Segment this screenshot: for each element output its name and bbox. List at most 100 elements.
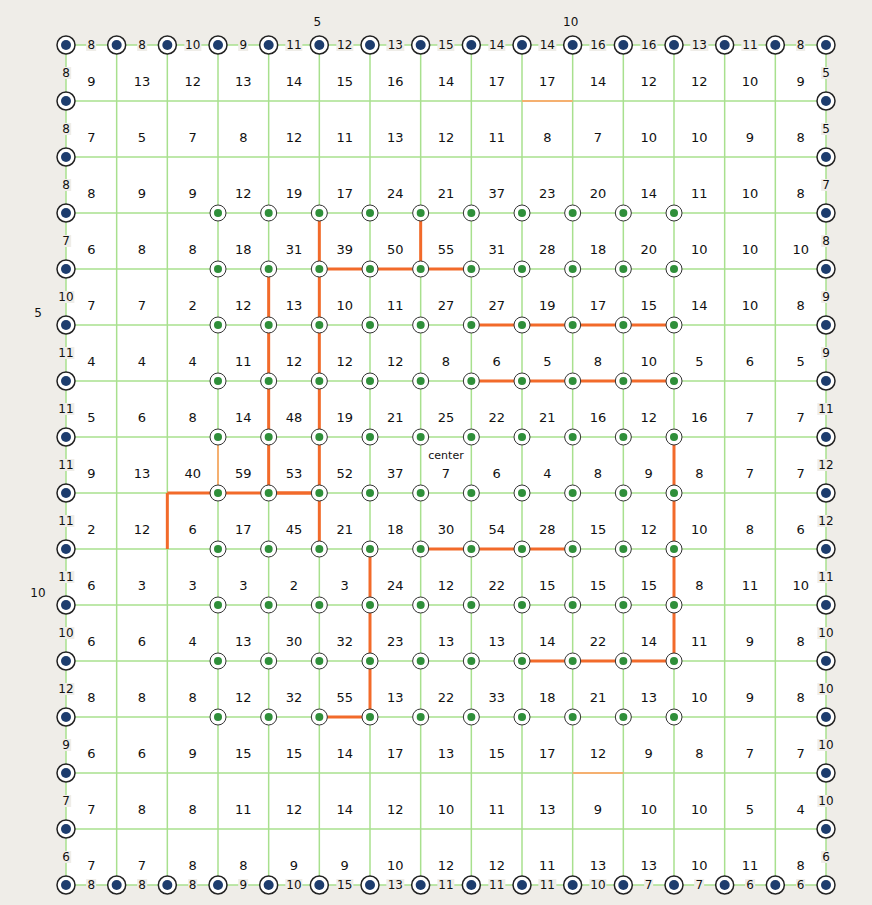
node-ring — [413, 541, 429, 557]
path-line — [421, 548, 573, 551]
border-dot — [821, 40, 831, 50]
node-dot — [619, 657, 627, 665]
path-line — [167, 492, 319, 495]
border-ring — [817, 596, 835, 614]
node-ring — [210, 317, 226, 333]
node-dot — [467, 545, 475, 553]
cell-value: 14 — [235, 410, 252, 423]
node-dot — [214, 209, 222, 217]
right-edge-number: 6 — [821, 851, 831, 863]
cell-value: 12 — [438, 858, 455, 871]
node-ring — [615, 541, 631, 557]
bottom-edge-number: 7 — [644, 879, 654, 891]
node-ring — [311, 541, 327, 557]
top-edge-number: 13 — [387, 39, 404, 51]
cell-value: 12 — [438, 578, 455, 591]
cell-value: 7 — [746, 410, 754, 423]
left-edge-number: 8 — [61, 123, 71, 135]
node-ring — [463, 317, 479, 333]
bottom-edge-number: 7 — [695, 879, 705, 891]
node-ring — [615, 485, 631, 501]
cell-value: 22 — [488, 410, 505, 423]
node-dot — [417, 377, 425, 385]
node-ring — [362, 317, 378, 333]
cell-value: 10 — [640, 802, 657, 815]
cell-value: 11 — [488, 130, 505, 143]
border-dot — [821, 544, 831, 554]
grid-line — [673, 45, 675, 885]
border-dot — [821, 880, 831, 890]
left-edge-number: 11 — [57, 571, 74, 583]
node-ring — [565, 317, 581, 333]
node-ring — [666, 485, 682, 501]
cell-value: 18 — [387, 522, 404, 535]
node-dot — [518, 321, 526, 329]
cell-value: 28 — [539, 242, 556, 255]
cell-value: 9 — [138, 186, 146, 199]
grid-line — [66, 100, 826, 102]
node-dot — [619, 489, 627, 497]
top-edge-number: 14 — [539, 39, 556, 51]
border-ring — [310, 36, 328, 54]
node-dot — [467, 265, 475, 273]
grid-line — [66, 772, 826, 774]
node-dot — [417, 489, 425, 497]
border-dot — [517, 40, 527, 50]
cell-value: 21 — [336, 522, 353, 535]
cell-value: 14 — [691, 298, 708, 311]
left-edge-number: 7 — [61, 235, 71, 247]
node-dot — [315, 433, 323, 441]
cell-value: 5 — [797, 354, 805, 367]
node-dot — [467, 601, 475, 609]
grid-line — [369, 45, 371, 885]
cell-value: 12 — [235, 690, 252, 703]
cell-value: 17 — [539, 74, 556, 87]
right-edge-number: 9 — [821, 291, 831, 303]
node-ring — [666, 261, 682, 277]
grid-line — [217, 45, 219, 885]
cell-value: 54 — [488, 522, 505, 535]
cell-value: 7 — [87, 802, 95, 815]
node-ring — [210, 373, 226, 389]
node-ring — [666, 205, 682, 221]
bottom-edge-number: 15 — [336, 879, 353, 891]
border-ring — [462, 876, 480, 894]
cell-value: 8 — [138, 242, 146, 255]
cell-value: 11 — [691, 186, 708, 199]
border-ring — [260, 876, 278, 894]
cell-value: 21 — [590, 690, 607, 703]
cell-value: 14 — [286, 74, 303, 87]
border-dot — [821, 432, 831, 442]
cell-value: 14 — [336, 746, 353, 759]
node-ring — [362, 541, 378, 557]
cell-value: 13 — [387, 690, 404, 703]
node-ring — [666, 597, 682, 613]
node-ring — [413, 373, 429, 389]
node-dot — [366, 601, 374, 609]
cell-value: 17 — [539, 746, 556, 759]
border-dot — [213, 40, 223, 50]
bottom-edge-number: 9 — [239, 879, 249, 891]
border-dot — [821, 488, 831, 498]
top-edge-number: 8 — [796, 39, 806, 51]
border-dot — [821, 264, 831, 274]
border-dot — [821, 96, 831, 106]
cell-value: 10 — [640, 354, 657, 367]
cell-value: 13 — [438, 634, 455, 647]
node-dot — [265, 209, 273, 217]
grid-line — [724, 45, 726, 885]
node-dot — [670, 713, 678, 721]
node-ring — [615, 373, 631, 389]
node-dot — [366, 489, 374, 497]
border-ring — [57, 260, 75, 278]
cell-value: 4 — [797, 802, 805, 815]
border-dot — [821, 320, 831, 330]
border-ring — [57, 652, 75, 670]
cell-value: 8 — [594, 354, 602, 367]
node-ring — [261, 597, 277, 613]
cell-value: 5 — [87, 410, 95, 423]
right-edge-number: 11 — [817, 403, 834, 415]
node-dot — [670, 321, 678, 329]
cell-value: 10 — [691, 858, 708, 871]
border-ring — [57, 820, 75, 838]
